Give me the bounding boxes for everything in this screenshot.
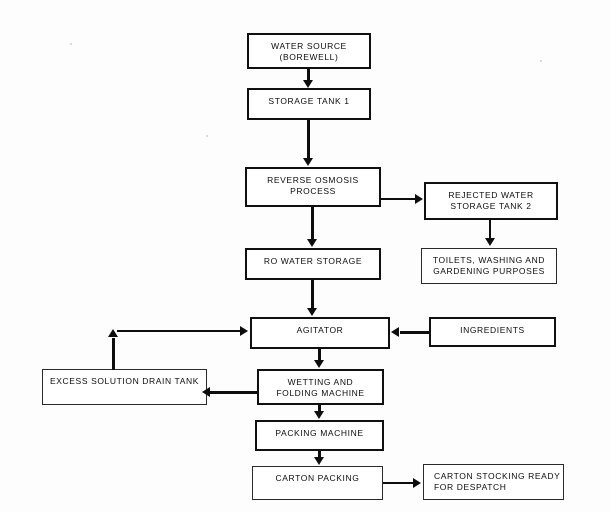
node-label: CARTON PACKING — [275, 473, 360, 483]
edge-ro-storage-to-agitator — [311, 280, 314, 309]
node-carton-stocking[interactable]: CARTON STOCKING READY FOR DESPATCH — [423, 464, 564, 500]
node-rejected-water[interactable]: REJECTED WATER STORAGE TANK 2 — [424, 182, 558, 220]
edge-agitator-to-wetting — [318, 349, 321, 361]
edge-ro-to-rejected — [381, 198, 416, 200]
arrowhead-left — [202, 387, 210, 397]
node-packing-machine[interactable]: PACKING MACHINE — [255, 420, 384, 451]
edge-ro-to-ro-storage — [311, 207, 314, 240]
node-label: TOILETS, WASHING AND GARDENING PURPOSES — [432, 255, 546, 276]
node-water-source[interactable]: WATER SOURCE (BOREWELL) — [247, 33, 371, 69]
edge-rejected-to-toilets — [489, 220, 491, 240]
node-label: CARTON STOCKING READY FOR DESPATCH — [434, 471, 561, 492]
node-label: STORAGE TANK 1 — [268, 96, 350, 106]
scan-speckle — [540, 60, 542, 62]
arrowhead-down — [307, 308, 317, 316]
scan-speckle — [206, 135, 208, 137]
node-toilets-washing[interactable]: TOILETS, WASHING AND GARDENING PURPOSES — [421, 248, 557, 284]
edge-tank1-to-ro — [307, 120, 310, 159]
edge-packing-to-carton — [318, 451, 321, 458]
edge-wetting-to-drain — [210, 391, 257, 394]
node-label: REJECTED WATER STORAGE TANK 2 — [448, 190, 534, 211]
node-label: REVERSE OSMOSIS PROCESS — [267, 175, 359, 196]
edge-ingredients-to-agitator — [400, 331, 429, 334]
scan-speckle — [70, 43, 72, 45]
arrowhead-right — [415, 194, 423, 204]
node-agitator[interactable]: AGITATOR — [250, 317, 390, 349]
node-label: WETTING AND FOLDING MACHINE — [276, 377, 365, 398]
node-carton-packing[interactable]: CARTON PACKING — [252, 466, 383, 500]
node-label: PACKING MACHINE — [275, 428, 364, 438]
node-excess-drain-tank[interactable]: EXCESS SOLUTION DRAIN TANK — [42, 369, 207, 405]
arrowhead-down — [307, 239, 317, 247]
edge-drain-recycle-vertical — [112, 338, 115, 370]
node-label: AGITATOR — [296, 325, 344, 335]
node-ingredients[interactable]: INGREDIENTS — [429, 317, 556, 347]
node-ro-water-storage[interactable]: RO WATER STORAGE — [245, 248, 381, 280]
node-reverse-osmosis[interactable]: REVERSE OSMOSIS PROCESS — [245, 167, 381, 207]
edge-wetting-to-packing — [318, 405, 321, 412]
arrowhead-right — [240, 326, 248, 336]
node-label: EXCESS SOLUTION DRAIN TANK — [50, 376, 199, 386]
node-label: INGREDIENTS — [460, 325, 525, 335]
arrowhead-left — [391, 327, 399, 337]
node-wetting-folding[interactable]: WETTING AND FOLDING MACHINE — [257, 369, 384, 405]
node-storage-tank-1[interactable]: STORAGE TANK 1 — [247, 88, 371, 120]
arrowhead-down — [314, 360, 324, 368]
arrowhead-down — [303, 80, 313, 88]
arrowhead-up — [108, 329, 118, 337]
arrowhead-down — [485, 238, 495, 246]
arrowhead-down — [303, 158, 313, 166]
edge-drain-recycle-horizontal — [117, 330, 241, 332]
arrowhead-down — [314, 411, 324, 419]
edge-source-to-tank1 — [307, 69, 310, 82]
arrowhead-right — [413, 478, 421, 488]
arrowhead-down — [314, 457, 324, 465]
edge-carton-to-stocking — [383, 482, 414, 484]
node-label: WATER SOURCE (BOREWELL) — [271, 41, 347, 62]
node-label: RO WATER STORAGE — [263, 256, 363, 266]
